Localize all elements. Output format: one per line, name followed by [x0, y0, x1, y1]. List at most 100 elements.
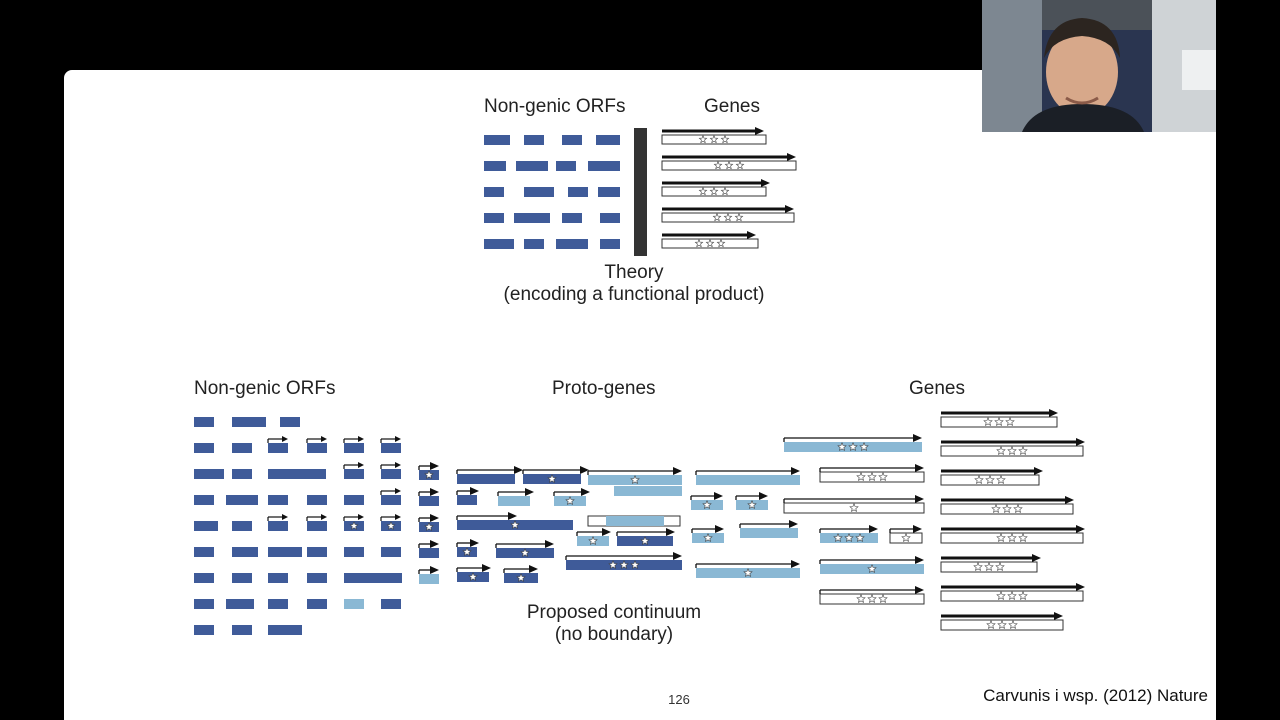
arrow-icon: [430, 566, 439, 574]
arrow-icon: [915, 556, 924, 564]
star-icon: [1007, 446, 1017, 456]
star-icon: [996, 591, 1006, 601]
star-icon: [619, 560, 629, 570]
star-icon: [973, 562, 983, 572]
star-icon: [997, 620, 1007, 630]
non-genic-orf: [381, 443, 401, 453]
theory-caption-line2: (encoding a functional product): [503, 284, 765, 305]
star-icon: [424, 522, 434, 532]
star-icon: [1018, 591, 1028, 601]
continuum-left-heading: Non-genic ORFs: [194, 378, 336, 399]
non-genic-orf: [194, 599, 214, 609]
non-genic-orf: [226, 495, 258, 505]
arrow-icon: [789, 520, 798, 528]
arrow-icon: [514, 466, 523, 474]
arrow-icon: [545, 540, 554, 548]
non-genic-orf: [307, 521, 327, 531]
star-icon: [1008, 620, 1018, 630]
non-genic-orf: [268, 599, 288, 609]
non-genic-orf: [194, 547, 214, 557]
star-icon: [996, 446, 1006, 456]
star-icon: [996, 475, 1006, 485]
continuum-middle-heading: Proto-genes: [552, 378, 656, 399]
theory-left-heading: Non-genic ORFs: [484, 96, 626, 117]
continuum-caption-line2: (no boundary): [554, 624, 674, 645]
non-genic-orf: [307, 547, 327, 557]
star-icon: [867, 594, 877, 604]
arrow-icon: [673, 467, 682, 475]
continuum-caption: Proposed continuum (no boundary): [464, 602, 764, 646]
star-icon: [630, 560, 640, 570]
star-icon: [856, 594, 866, 604]
arrow-icon: [915, 495, 924, 503]
star-icon: [1002, 504, 1012, 514]
non-genic-orf: [194, 625, 214, 635]
non-genic-orf: [232, 417, 266, 427]
non-genic-orf: [307, 443, 327, 453]
arrow-icon: [395, 514, 401, 520]
gene-box: [457, 474, 515, 484]
arrow-icon: [358, 436, 364, 442]
non-genic-orf: [484, 135, 510, 145]
star-icon: [1007, 591, 1017, 601]
gene-box: [419, 496, 439, 506]
arrow-icon: [1076, 525, 1085, 533]
star-icon: [867, 564, 877, 574]
non-genic-orf: [194, 573, 214, 583]
non-genic-orf: [344, 469, 364, 479]
star-icon: [386, 521, 396, 530]
non-genic-orf: [562, 135, 582, 145]
star-icon: [694, 238, 704, 248]
star-icon: [516, 573, 526, 583]
continuum-caption-line1: Proposed continuum: [526, 602, 702, 623]
non-genic-orf: [381, 599, 401, 609]
star-icon: [630, 475, 640, 485]
star-icon: [983, 417, 993, 427]
arrow-icon: [508, 512, 517, 520]
arrow-icon: [759, 492, 768, 500]
non-genic-orf: [598, 187, 620, 197]
star-icon: [1013, 504, 1023, 514]
non-genic-orf: [516, 161, 548, 171]
arrow-icon: [529, 565, 538, 573]
non-genic-orf: [268, 625, 302, 635]
non-genic-orf: [344, 547, 364, 557]
arrow-icon: [525, 488, 534, 496]
star-icon: [702, 500, 712, 510]
non-genic-orf: [568, 187, 588, 197]
star-icon: [837, 442, 847, 452]
arrow-icon: [282, 436, 288, 442]
non-genic-orf: [307, 495, 327, 505]
arrow-icon: [358, 514, 364, 520]
star-icon: [991, 504, 1001, 514]
star-icon: [747, 500, 757, 510]
non-genic-orf: [344, 573, 402, 583]
non-genic-orf: [596, 135, 620, 145]
star-icon: [994, 417, 1004, 427]
star-icon: [859, 442, 869, 452]
non-genic-orf: [344, 599, 364, 609]
star-icon: [855, 533, 865, 543]
non-genic-orf: [484, 161, 506, 171]
non-genic-orf: [268, 469, 326, 479]
star-icon: [984, 562, 994, 572]
gene-box: [606, 516, 664, 526]
theory-right-heading: Genes: [704, 96, 760, 117]
gene-box: [419, 574, 439, 584]
star-icon: [713, 160, 723, 170]
gene-box: [740, 528, 798, 538]
non-genic-orf: [514, 213, 550, 223]
non-genic-orf: [381, 547, 401, 557]
non-genic-orf: [524, 239, 544, 249]
star-icon: [608, 560, 618, 570]
non-genic-orf: [484, 187, 504, 197]
star-icon: [878, 594, 888, 604]
gene-box: [498, 496, 530, 506]
theory-caption: Theory (encoding a functional product): [464, 262, 804, 306]
star-icon: [986, 620, 996, 630]
arrow-icon: [1065, 496, 1074, 504]
non-genic-orf: [194, 469, 224, 479]
presenter-video: [982, 0, 1216, 132]
star-icon: [901, 533, 911, 543]
star-icon: [833, 533, 843, 543]
